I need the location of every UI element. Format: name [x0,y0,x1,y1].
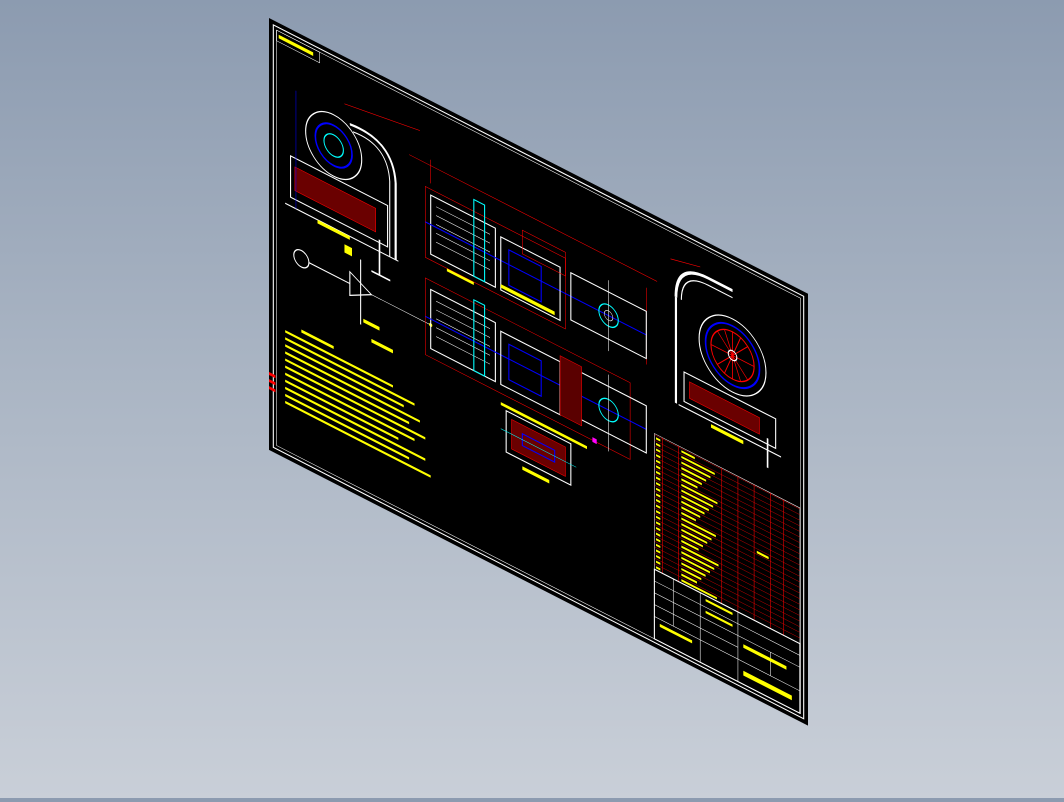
table-cell-text [681,489,714,508]
table-row [654,434,800,510]
table-row [654,440,800,515]
drawing-number-box [276,29,320,64]
sheet-border [272,24,805,720]
table-row [654,468,800,543]
revision-markers [269,372,276,393]
table-cell-text [681,556,710,574]
table-row-number [656,493,661,498]
drawing-sheet[interactable] [269,18,808,726]
table-row-number [656,476,661,481]
table-cell-text [681,534,703,548]
table-row [654,529,800,605]
table-row [654,445,800,521]
table-cell-text [681,467,707,482]
table-cell-text [681,506,701,519]
table-row [654,512,800,588]
table-row-number [656,504,661,509]
table-row [654,518,800,594]
table-row-number [656,549,661,554]
table-row-number [656,554,661,560]
table-cell-text [681,517,716,538]
table-cell-text [681,573,697,584]
table-row-number [656,498,661,504]
front-view-right[interactable] [670,252,782,475]
table-row [654,563,800,639]
table-row [654,490,800,566]
table-row [654,479,800,555]
table-row [654,501,800,577]
detail-view[interactable] [500,402,588,503]
title-block[interactable] [653,568,801,715]
table-row [654,473,800,549]
table-row-number [656,437,661,442]
table-row [654,462,800,538]
sheet-background [269,18,808,726]
table-row [654,540,800,616]
table-cell-text [681,511,696,522]
table-row [654,456,800,532]
table-row-number [656,459,661,464]
table-row-number [656,532,661,537]
table-cell-text [681,545,719,567]
table-row [654,552,800,628]
table-cell-text [681,495,709,512]
table-row-number [656,442,661,448]
table-row-number [656,487,661,492]
table-cell-text [681,483,718,505]
table-row-number [656,448,661,453]
table-row [654,484,800,560]
table-cell-text [681,579,717,600]
table-row [654,546,800,622]
table-row-number [656,515,661,521]
table-row-number [656,560,661,565]
table-cell-text [681,450,695,460]
table-row [654,451,800,527]
assembly-view-top-center[interactable] [409,149,658,379]
table-cell-text [681,562,706,577]
side-view-top-left[interactable] [285,62,420,296]
table-row-number [656,482,661,487]
table-cell-text [681,567,702,581]
table-row-number [656,526,661,532]
table-cell-text [681,500,705,515]
table-cell-text [681,551,715,571]
table-cell-text [681,523,712,541]
technical-notes-block [285,329,431,478]
table-row-number [656,566,661,571]
sheet-inner-frame [276,29,801,714]
table-row-number [656,470,661,476]
table-row [654,557,800,633]
table-row-number [656,538,661,543]
table-cell-text [681,539,699,551]
table-cell-text [681,455,715,476]
table-row [654,524,800,600]
table-row-number [656,454,661,459]
table-cell-text [681,461,711,479]
table-row-number [656,510,661,515]
table-row [654,507,800,583]
parts-list-table[interactable] [654,433,801,645]
table-row-number [656,465,661,470]
table-cell-text [681,472,702,486]
assembly-view-bottom-center[interactable] [425,275,647,471]
table-cell-text [681,528,708,545]
schematic-symbol[interactable] [293,218,433,373]
table-cell-text [681,478,698,489]
table-row [654,535,800,611]
table-row [654,496,800,571]
table-row-number [656,521,661,526]
table-row-number [656,543,661,549]
